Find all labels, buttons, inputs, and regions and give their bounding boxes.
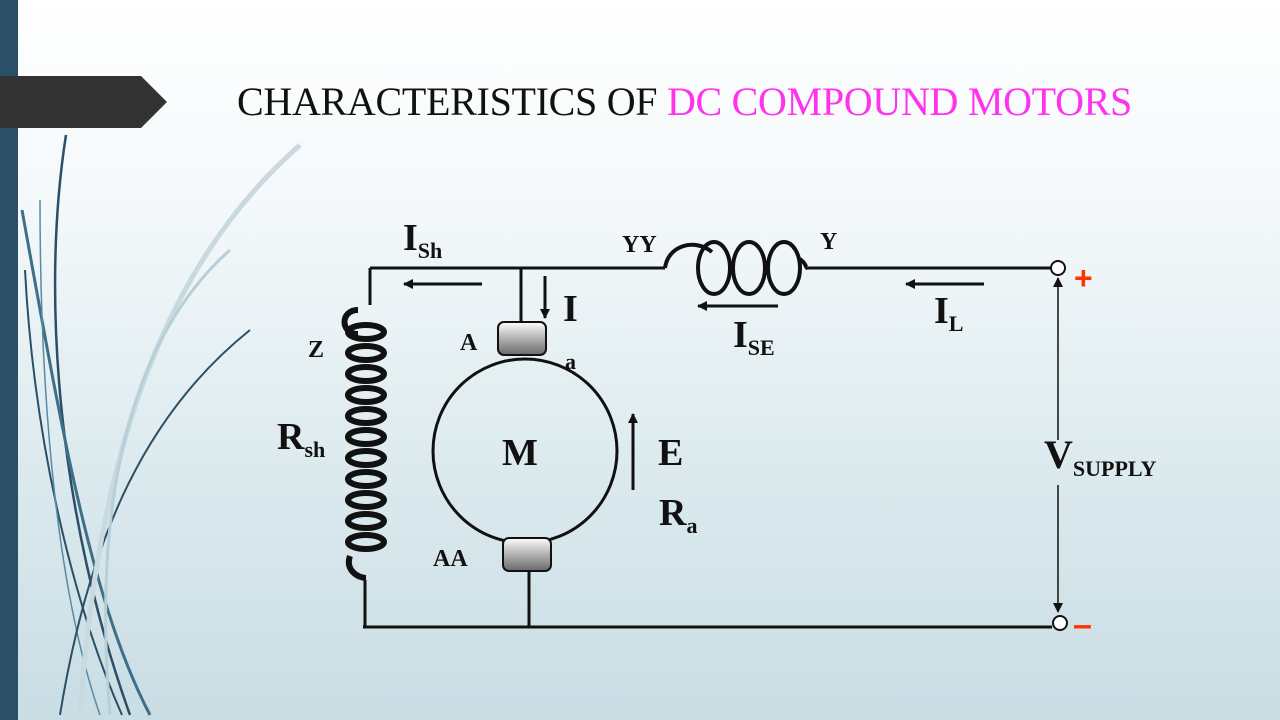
positive-sign: + — [1074, 260, 1093, 296]
armature-terminal-a: A — [460, 330, 478, 356]
series-terminal-y: Y — [820, 229, 837, 255]
slide-title: CHARACTERISTICS OF DC COMPOUND MOTORS — [237, 78, 1132, 126]
armature-terminal-aa: AA — [433, 546, 468, 572]
line-current-label: IL — [934, 290, 963, 336]
circuit-wires — [363, 266, 1052, 629]
positive-terminal — [1050, 260, 1066, 276]
title-text: CHARACTERISTICS OF — [237, 79, 667, 124]
accent-bar — [0, 0, 18, 720]
series-field-coil — [663, 240, 809, 296]
shunt-field-coil — [341, 307, 387, 581]
negative-terminal — [1052, 615, 1068, 631]
shunt-resistance-label: Rsh — [277, 416, 325, 462]
supply-voltage-label: VSUPPLY — [1044, 432, 1157, 481]
series-terminal-yy: YY — [622, 232, 657, 258]
series-current-label: ISE — [733, 314, 775, 360]
title-tab — [0, 76, 167, 128]
title-highlight-text: DC COMPOUND MOTORS — [666, 79, 1133, 124]
negative-sign: – — [1073, 606, 1092, 644]
armature-current-label: I — [563, 288, 578, 330]
armature-resistance-label: Ra — [659, 492, 697, 538]
bottom-brush — [502, 537, 552, 572]
back-emf-label: E — [658, 432, 683, 474]
shunt-terminal-z: Z — [308, 337, 324, 363]
armature-current-subscript: a — [565, 349, 576, 374]
top-brush — [497, 321, 547, 356]
decorative-curves — [20, 134, 302, 716]
motor-label: M — [502, 432, 538, 474]
shunt-current-label: ISh — [403, 217, 442, 263]
